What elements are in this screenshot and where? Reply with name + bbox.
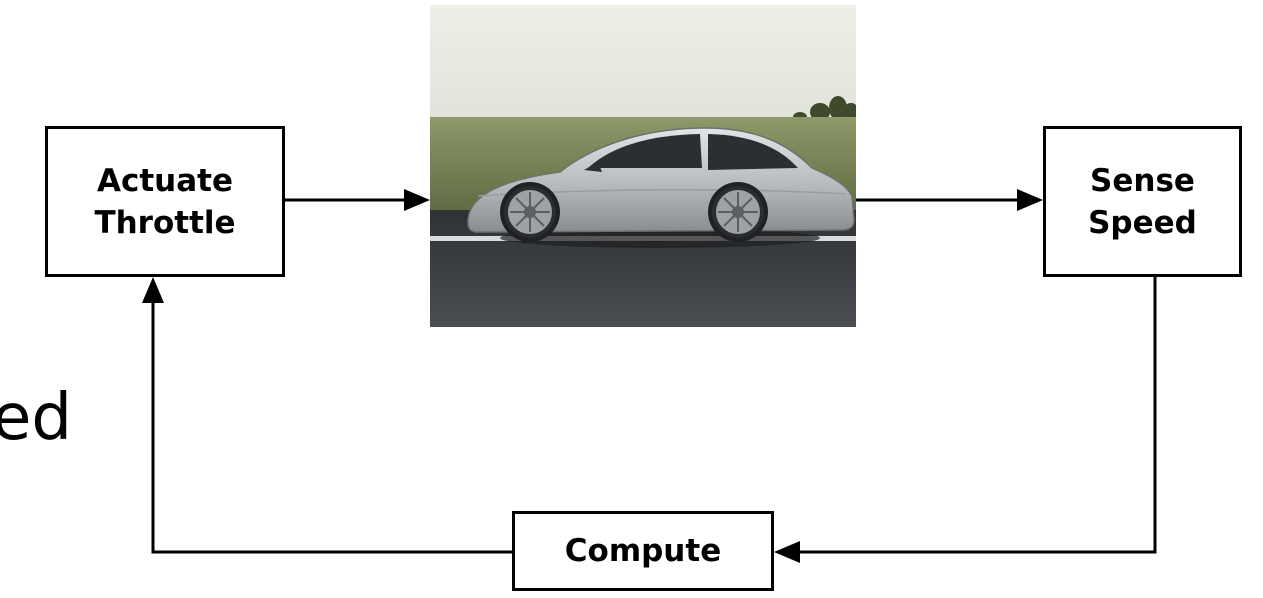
actuate-throttle-block: Actuate Throttle <box>45 126 285 277</box>
sense-label-line2: Speed <box>1088 204 1197 241</box>
compute-label: Compute <box>564 533 722 569</box>
arrowhead-right-icon <box>404 189 430 211</box>
arrow-compute-to-actuate <box>151 302 512 554</box>
connector-lines <box>151 198 1157 554</box>
partial-slide-text: ed <box>0 381 72 455</box>
arrowheads <box>142 189 1043 563</box>
arrowhead-up-icon <box>142 277 164 303</box>
arrow-sense-to-compute <box>800 277 1157 554</box>
arrowhead-left-icon <box>774 541 800 563</box>
compute-block: Compute <box>512 511 774 591</box>
actuate-label-line1: Actuate <box>96 162 234 199</box>
actuate-label-line2: Throttle <box>94 204 236 241</box>
sense-label-line1: Sense <box>1090 162 1195 199</box>
car-photo <box>430 5 856 327</box>
arrowhead-right-icon <box>1017 189 1043 211</box>
sense-speed-block: Sense Speed <box>1043 126 1242 277</box>
